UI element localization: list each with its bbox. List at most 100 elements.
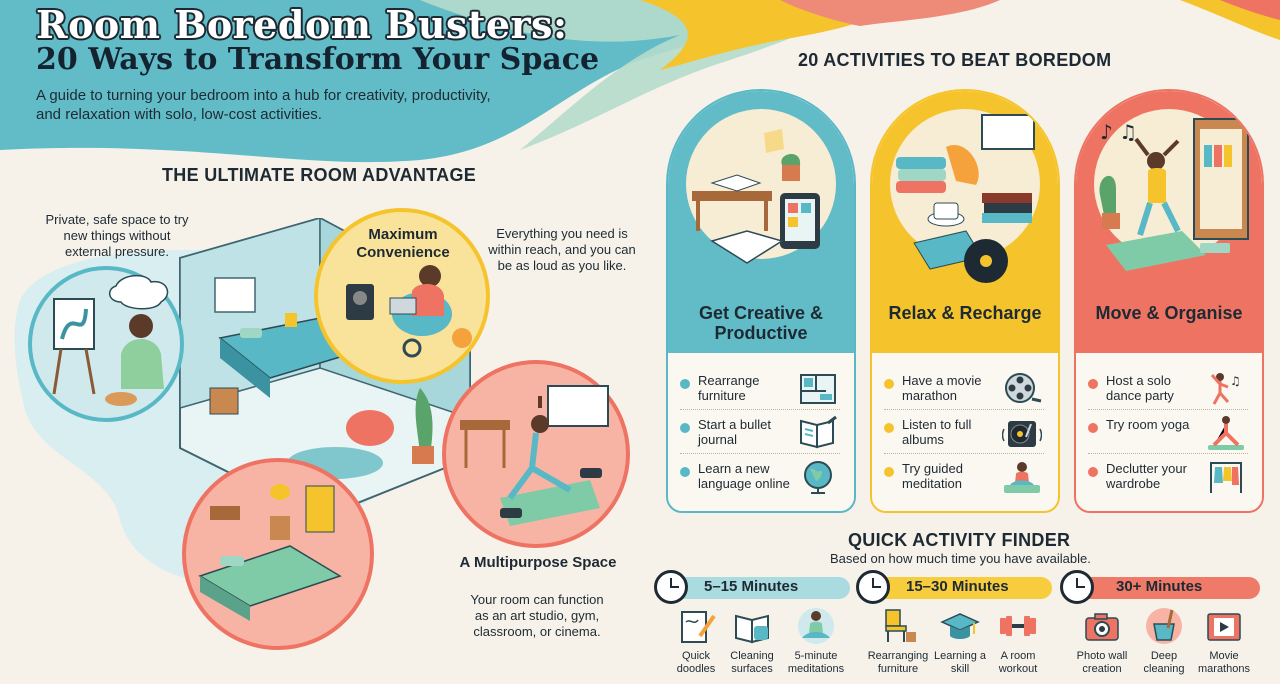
journal-icon [800,415,837,449]
finder-item-label: Quick doodles [676,650,716,675]
clock-icon [856,570,890,604]
page-title: Room Boredom Busters: [36,2,568,47]
convenience-title: Maximum Convenience [356,226,450,261]
time-pill-short [670,577,850,599]
activity-item: Start a bullet journal [676,415,846,457]
yoga-icon [1208,416,1244,450]
art-studio-circle [28,266,184,422]
clock-icon [1060,570,1094,604]
meditation-icon [798,608,834,644]
activity-label: Listen to full albums [902,417,972,447]
time-label: 5–15 Minutes [704,578,799,595]
finder-item: A room workout [986,606,1050,676]
activity-card-relax: Relax & Recharge Have a movie marathon L… [870,89,1060,513]
globe-icon [804,461,832,494]
activity-label: Rearrange furniture [698,373,760,403]
finder-item: Learning a skill [928,606,992,676]
finder-subheading: Based on how much time you have availabl… [830,551,1091,566]
clothes-rack-icon [1210,462,1242,493]
activity-card-creative: Get Creative & Productive Rearrange furn… [666,89,856,513]
doodle-icon [681,611,716,643]
film-icon [1207,613,1241,641]
finder-item-label: Photo wall creation [1076,650,1128,675]
card-header [872,91,1058,353]
activity-item: Declutter your wardrobe [1084,461,1254,501]
time-label: 30+ Minutes [1116,578,1203,595]
bullet-dot [680,423,690,433]
divider [1088,453,1248,454]
film-reel-icon [1005,373,1042,403]
time-pill-medium [870,577,1052,599]
activity-item: Learn a new language online [676,461,846,501]
graduation-cap-icon [940,613,980,639]
finder-item-label: A room workout [998,650,1038,675]
advantage-heading: THE ULTIMATE ROOM ADVANTAGE [162,165,477,185]
page-title-secondary: 20 Ways to Transform Your Space [36,42,600,77]
note-everything-within-reach: Everything you need is within reach, and… [488,226,636,273]
bucket-icon [1146,608,1182,644]
desk-study-illustration [692,129,820,264]
chair-icon [885,609,916,642]
floorplan-icon [800,374,836,404]
gym-circle [442,360,630,548]
clock-icon [654,570,688,604]
finder-item: Deep cleaning [1132,606,1196,676]
activity-item: Try guided meditation [880,461,1050,501]
card-header: ♪ ♫ [1076,91,1262,353]
finder-item-label: Movie marathons [1198,650,1250,675]
multipurpose-title: A Multipurpose Space [459,554,617,571]
activity-item: Rearrange furniture [676,373,846,413]
activity-item: Listen to full albums [880,417,1050,457]
divider [884,453,1044,454]
finder-item: Photo wall creation [1070,606,1134,676]
divider [1088,409,1248,410]
bullet-dot [1088,467,1098,477]
bullet-dot [884,379,894,389]
activities-heading: 20 ACTIVITIES TO BEAT BOREDOM [798,50,1112,70]
bullet-dot [680,379,690,389]
finder-item: Cleaning surfaces [720,606,784,676]
relax-illustration [896,114,1035,283]
dancer-icon: ♫ [1210,373,1241,405]
finder-item: Quick doodles [664,606,728,676]
divider [680,409,840,410]
activity-item: Try room yoga [1084,416,1254,457]
card-title: Move & Organise [1095,303,1243,323]
activity-label: Start a bullet journal [698,417,771,447]
finder-item-label: Deep cleaning [1143,650,1185,675]
svg-text:♪ ♫: ♪ ♫ [1100,120,1137,144]
finder-item: Movie marathons [1192,606,1256,676]
convenience-circle [314,208,490,384]
finder-item-label: Cleaning surfaces [730,650,774,675]
cleaning-icon [735,614,769,644]
activity-label: Have a movie marathon [902,373,982,403]
activity-item: Have a movie marathon [880,373,1050,413]
bedroom-circle [182,458,374,650]
page-subtitle: A guide to turning your bedroom into a h… [36,87,491,123]
bullet-dot [884,423,894,433]
bullet-dot [1088,379,1098,389]
card-title: Relax & Recharge [888,303,1042,323]
finder-heading: QUICK ACTIVITY FINDER [848,530,1071,550]
dance-wardrobe-illustration: ♪ ♫ [1099,118,1249,271]
divider [884,409,1044,410]
turntable-icon [1002,421,1042,447]
note-private-space: Private, safe space to try new things wi… [45,212,189,259]
finder-item-label: Rearranging furniture [867,650,929,675]
divider [680,453,840,454]
bullet-dot [680,467,690,477]
svg-text:♫: ♫ [1230,374,1241,388]
time-pill-long [1076,577,1260,599]
activity-label: Host a solo dance party [1106,373,1174,403]
finder-item: 5-minute meditations [784,606,848,676]
time-label: 15–30 Minutes [906,578,1009,595]
activity-label: Declutter your wardrobe [1106,461,1187,491]
finder-item: Rearranging furniture [866,606,930,676]
card-title: Get Creative & Productive [698,303,824,343]
meditation-icon [1004,462,1040,493]
bullet-dot [884,467,894,477]
camera-icon [1085,613,1119,641]
activity-item: Host a solo dance party ♫ [1084,373,1254,413]
activity-label: Learn a new language online [698,461,790,491]
